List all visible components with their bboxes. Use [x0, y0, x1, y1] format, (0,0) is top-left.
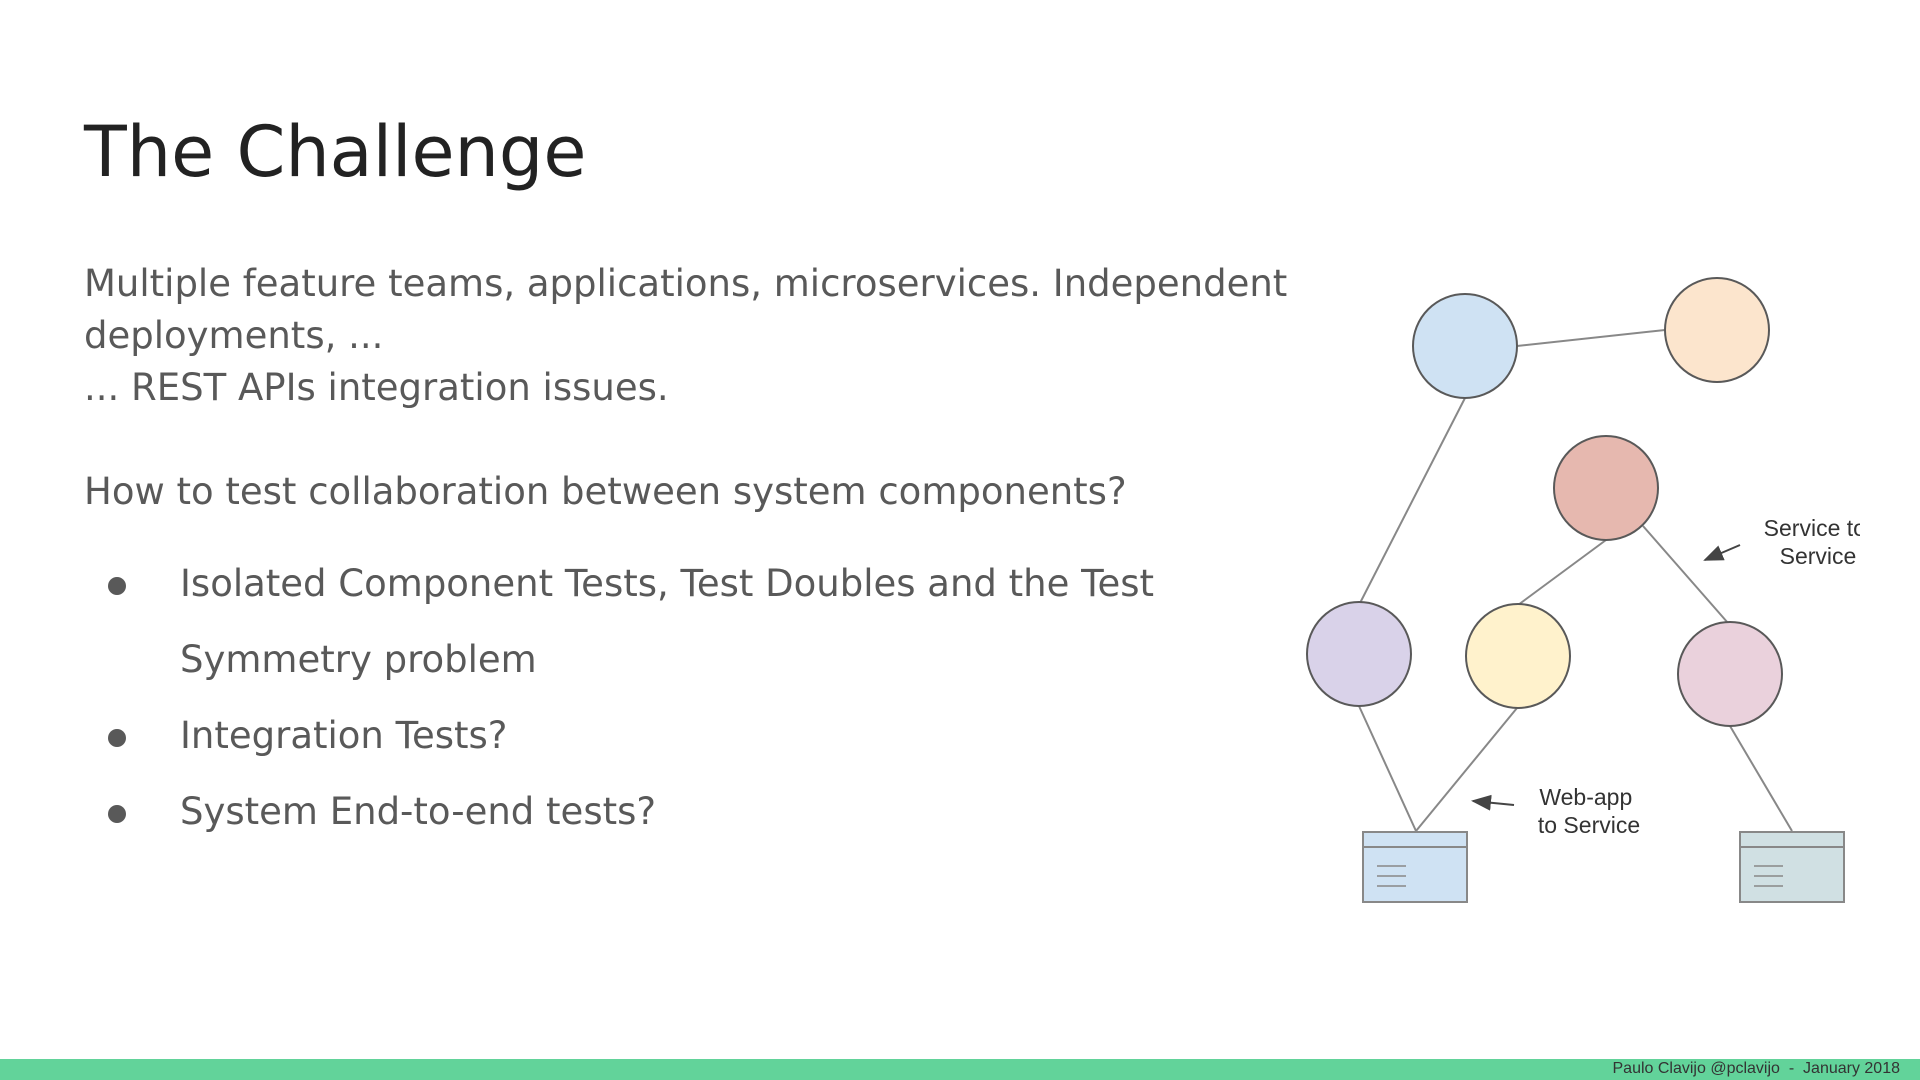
- service-node-blue: [1412, 293, 1518, 399]
- webapp-box-blue: [1362, 831, 1468, 903]
- connector-line: [1517, 539, 1607, 606]
- bullet-text-line: Isolated Component Tests, Test Doubles a…: [180, 562, 1155, 605]
- footer-text: Paulo Clavijo @pclavijo - January 2018: [1612, 1060, 1901, 1077]
- webapp-to-service-label: Web-app to Service: [1538, 784, 1640, 838]
- bullet-text-line: Symmetry problem: [180, 638, 537, 681]
- bullet-item: Isolated Component Tests, Test Doubles a…: [84, 546, 1334, 698]
- slide-title: The Challenge: [84, 111, 587, 193]
- service-to-service-label: Service to Service: [1764, 515, 1860, 569]
- service-arrow-icon: [1703, 544, 1741, 561]
- paragraph-line: Multiple feature teams, applications, mi…: [84, 262, 1288, 305]
- bullet-dot-icon: [108, 729, 126, 747]
- bullet-item: Integration Tests?: [84, 698, 1334, 774]
- text-lines-icon: [1377, 865, 1406, 887]
- connector-line: [1358, 397, 1466, 606]
- service-node-yellow: [1465, 603, 1571, 709]
- bullet-list: Isolated Component Tests, Test Doubles a…: [84, 546, 1334, 850]
- service-node-pink: [1677, 621, 1783, 727]
- paragraph-line: deployments, ...: [84, 314, 384, 357]
- connector-line: [1358, 705, 1417, 832]
- question-text: How to test collaboration between system…: [84, 470, 1127, 513]
- service-node-purple: [1306, 601, 1412, 707]
- connector-line: [1415, 707, 1518, 832]
- bullet-dot-icon: [108, 577, 126, 595]
- slide-body: Multiple feature teams, applications, mi…: [84, 258, 1334, 850]
- text-lines-icon: [1754, 865, 1783, 887]
- paragraph-line: ... REST APIs integration issues.: [84, 366, 669, 409]
- webapp-box-teal: [1739, 831, 1845, 903]
- webapp-arrow-icon: [1471, 794, 1515, 811]
- connector-line: [1516, 329, 1666, 347]
- architecture-diagram: Service to Service Web-app to Service: [1306, 277, 1860, 903]
- bullet-dot-icon: [108, 805, 126, 823]
- service-node-red: [1553, 435, 1659, 541]
- service-node-orange: [1664, 277, 1770, 383]
- bullet-text-line: System End-to-end tests?: [180, 790, 657, 833]
- connector-line: [1642, 525, 1729, 624]
- bullet-item: System End-to-end tests?: [84, 774, 1334, 850]
- footer-bar: [0, 1059, 1920, 1080]
- connector-line: [1729, 725, 1793, 832]
- bullet-text-line: Integration Tests?: [180, 714, 508, 757]
